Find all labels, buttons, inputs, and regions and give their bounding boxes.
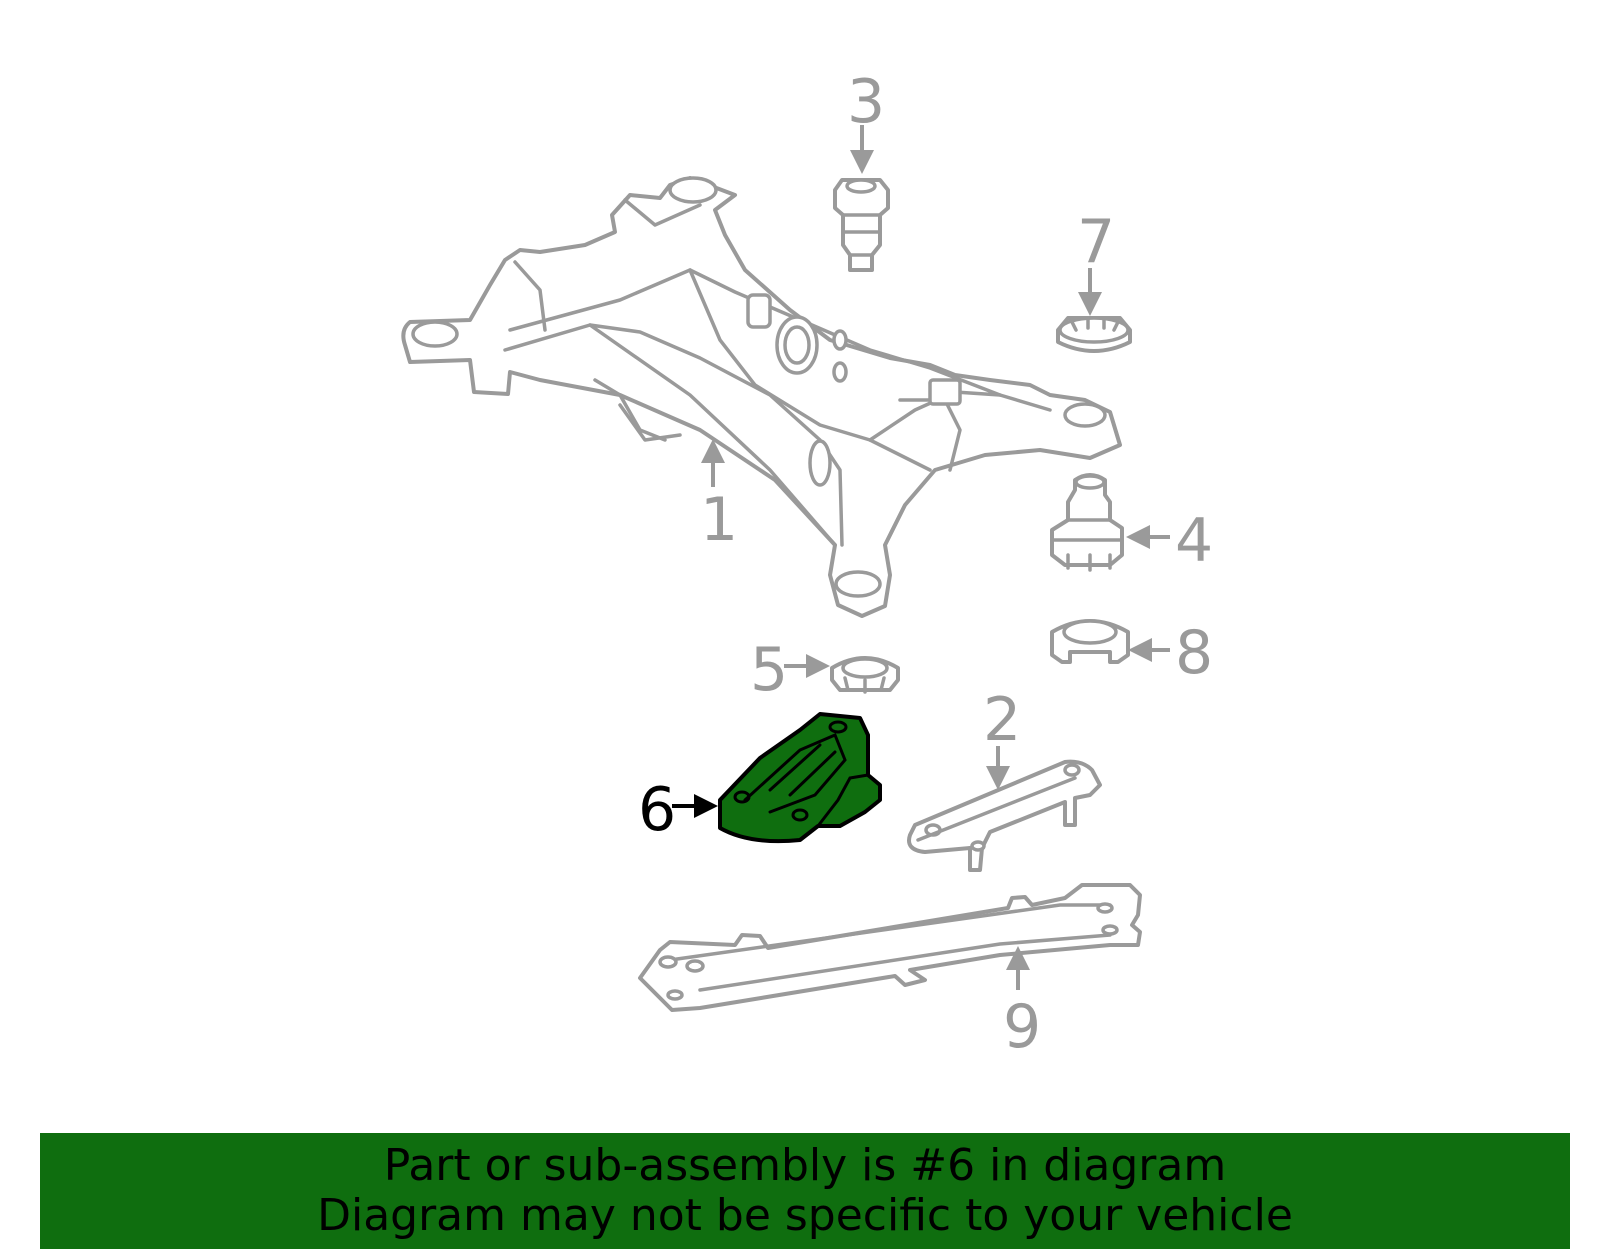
subframe-part [401,176,1122,618]
brace-part-9 [638,883,1142,1012]
parts-diagram: 1 3 7 4 8 5 [401,67,1213,1062]
callout-8: 8 [1175,618,1213,688]
info-banner: Part or sub-assembly is #6 in diagram Di… [40,1133,1570,1249]
callout-4: 4 [1175,506,1213,576]
callout-7: 7 [1077,207,1115,277]
bracket-part-6-highlighted[interactable] [718,712,882,844]
spacer-part-8 [1050,619,1130,664]
callout-5: 5 [750,635,788,705]
callout-2: 2 [983,685,1021,755]
banner-line-2: Diagram may not be specific to your vehi… [317,1190,1293,1241]
bushing-part-4 [1050,473,1124,572]
bracket-part-2 [907,759,1102,872]
nut-part-7 [1056,316,1132,353]
callout-9: 9 [1003,992,1041,1062]
banner-line-1: Part or sub-assembly is #6 in diagram [383,1140,1227,1191]
callout-3: 3 [847,67,885,137]
bushing-part-3 [833,178,890,272]
nut-part-5 [830,656,900,694]
callout-6[interactable]: 6 [638,775,676,845]
callout-1: 1 [700,485,738,555]
